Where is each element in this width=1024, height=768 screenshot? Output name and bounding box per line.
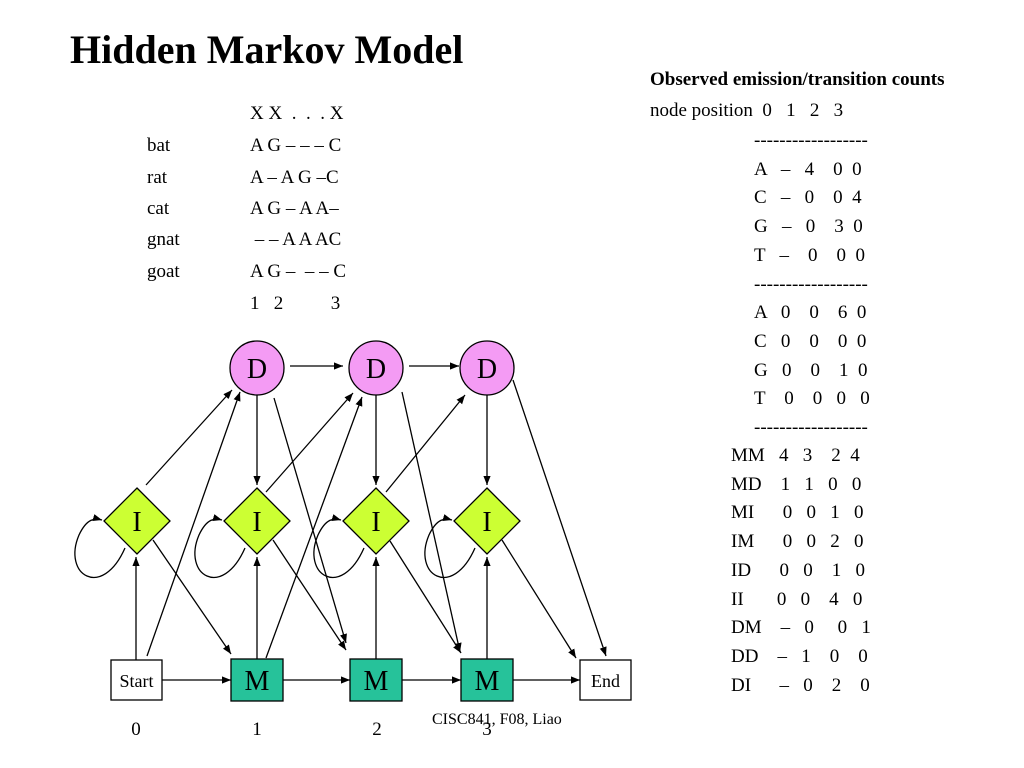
match-node-label: M <box>364 666 389 697</box>
emission-count-line: ------------------ <box>754 130 868 151</box>
alignment-column-numbers: 1 2 3 <box>250 293 341 314</box>
transition-count-line: MI 0 0 1 0 <box>731 502 864 524</box>
start-label: Start <box>120 671 154 691</box>
transition-count-line: IM 0 0 2 0 <box>731 531 864 553</box>
insert-node-1: I <box>223 487 291 555</box>
transition-edge <box>273 397 347 644</box>
insert-node-3: I <box>453 487 521 555</box>
alignment-seq: – – A A AC <box>250 229 342 250</box>
insert-node-label: I <box>132 507 141 538</box>
transition-edge <box>501 539 577 659</box>
match-node-label: M <box>475 666 500 697</box>
transition-edge <box>146 391 241 657</box>
transition-edge <box>272 539 347 651</box>
insert-node-label: I <box>371 507 380 538</box>
self-loop-edge <box>194 514 246 579</box>
emission-count-line: A 0 0 6 0 <box>754 302 867 324</box>
transition-edge <box>385 394 466 493</box>
position-number: 0 <box>131 719 141 740</box>
transition-edge <box>265 392 354 493</box>
transition-edge <box>389 540 462 654</box>
transition-count-line: ID 0 0 1 0 <box>731 559 866 581</box>
alignment-name: goat <box>147 261 180 282</box>
footer-text: CISC841, F08, Liao <box>432 711 562 728</box>
transition-count-line: DM – 0 0 1 <box>731 617 871 639</box>
counts-subheader: node position 0 1 2 3 <box>650 100 844 121</box>
emission-count-line: ------------------ <box>754 417 868 438</box>
start-node: Start <box>110 659 163 701</box>
delete-node-label: D <box>247 354 267 385</box>
emission-count-line: C 0 0 0 0 <box>754 330 867 352</box>
alignment-name: gnat <box>147 229 180 250</box>
position-number: 3 <box>482 719 492 740</box>
alignment-seq: A G – – – C <box>250 261 347 282</box>
transition-count-line: DD – 1 0 0 <box>731 645 868 667</box>
emission-count-line: G 0 0 1 0 <box>754 359 868 381</box>
transition-edge <box>512 379 607 657</box>
page-title: Hidden Markov Model <box>70 27 464 72</box>
counts-header: Observed emission/transition counts <box>650 69 945 90</box>
match-node-label: M <box>245 666 270 697</box>
self-loop-edge <box>74 514 126 579</box>
emission-count-line: ------------------ <box>754 273 868 295</box>
alignment-header: X X . . . X <box>250 103 344 124</box>
insert-node-label: I <box>252 507 261 538</box>
transition-edge <box>145 389 233 486</box>
alignment-seq: A G – A A– <box>250 198 339 219</box>
delete-node-label: D <box>366 354 386 385</box>
position-number: 1 <box>252 719 262 740</box>
transition-edge <box>152 539 232 655</box>
self-loop-edge <box>424 514 476 579</box>
alignment-name: bat <box>147 135 171 156</box>
match-node-3: M <box>460 658 514 702</box>
transition-edge <box>401 391 462 653</box>
alignment-seq: A G – – – C <box>250 135 342 156</box>
emission-count-line: C – 0 0 4 <box>754 187 862 209</box>
insert-node-label: I <box>482 507 491 538</box>
match-node-1: M <box>230 658 284 702</box>
emission-count-line: T – 0 0 0 <box>754 244 866 266</box>
insert-node-0: I <box>103 487 171 555</box>
alignment-seq: A – A G –C <box>250 167 339 188</box>
position-number: 2 <box>372 719 382 740</box>
emission-count-line: A – 4 0 0 <box>754 158 862 180</box>
transition-edge <box>265 396 363 659</box>
delete-node-2: D <box>348 340 404 396</box>
match-node-2: M <box>349 658 403 702</box>
emission-count-line: G – 0 3 0 <box>754 216 863 238</box>
alignment-name: rat <box>147 167 168 188</box>
insert-node-2: I <box>342 487 410 555</box>
transition-count-line: MD 1 1 0 0 <box>731 473 862 495</box>
delete-node-3: D <box>459 340 515 396</box>
emission-count-line: T 0 0 0 0 <box>754 388 870 410</box>
end-label: End <box>591 671 620 691</box>
transition-count-line: II 0 0 4 0 <box>731 588 863 610</box>
self-loop-edge <box>313 514 365 579</box>
delete-node-label: D <box>477 354 497 385</box>
alignment-name: cat <box>147 198 170 219</box>
transition-count-line: MM 4 3 2 4 <box>731 445 860 466</box>
transition-count-line: DI – 0 2 0 <box>731 674 870 696</box>
delete-node-1: D <box>229 340 285 396</box>
end-node: End <box>579 659 632 701</box>
